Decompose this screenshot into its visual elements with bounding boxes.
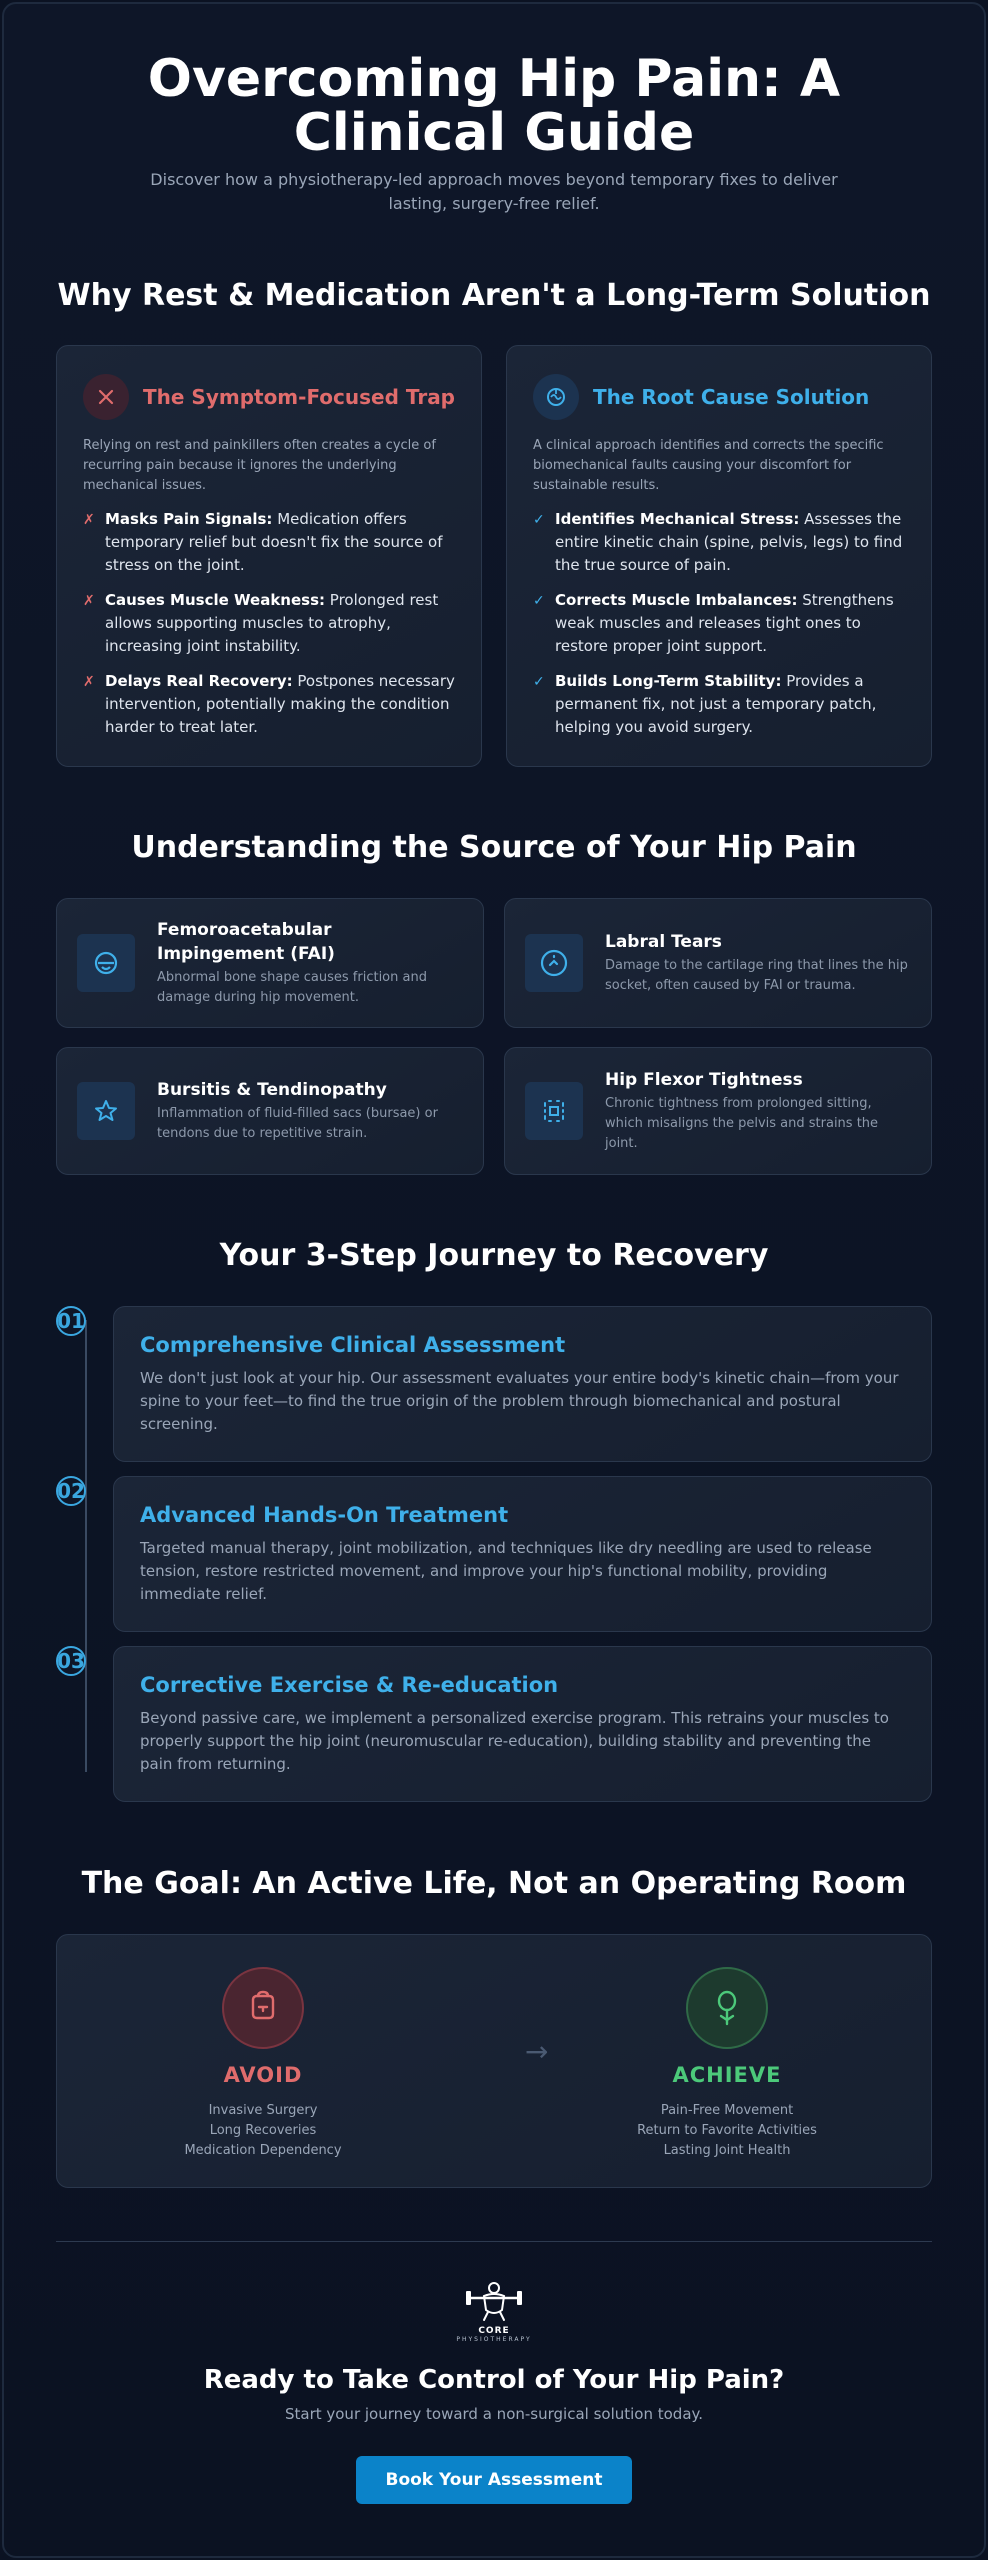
root-cause-item-text: Builds Long-Term Stability: Provides a p…: [555, 670, 905, 739]
source-desc: Damage to the cartilage ring that lines …: [605, 958, 908, 993]
step-title: Comprehensive Clinical Assessment: [140, 1333, 566, 1357]
avoid-column: AVOID Invasive Surgery Long Recoveries M…: [113, 1967, 413, 2161]
x-mark-icon: ✗: [83, 674, 95, 690]
step-number: 03: [56, 1646, 86, 1676]
check-mark-icon: ✓: [533, 512, 545, 528]
symptom-trap-item-text: Delays Real Recovery: Postpones necessar…: [105, 670, 455, 739]
symptom-trap-card: The Symptom-Focused Trap Relying on rest…: [56, 345, 482, 767]
source-title: Labral Tears: [605, 932, 722, 952]
root-cause-card: The Root Cause Solution A clinical appro…: [506, 345, 932, 767]
logo-name: CORE: [478, 2326, 510, 2336]
root-cause-list-item: ✓ Corrects Muscle Imbalances: Strengthens…: [533, 589, 905, 658]
symptom-trap-item-heading: Delays Real Recovery:: [105, 672, 293, 690]
arrow-right-icon: →: [525, 2035, 549, 2068]
logo-subtitle: PHYSIOTHERAPY: [456, 2336, 532, 2343]
symptom-trap-title: The Symptom-Focused Trap: [143, 385, 456, 409]
logo-mark-icon: [466, 2282, 522, 2321]
symptom-trap-intro: Relying on rest and painkillers often cr…: [83, 438, 436, 493]
step-card-exercise: Corrective Exercise & Re-education Beyon…: [113, 1646, 932, 1802]
root-cause-item-heading: Identifies Mechanical Stress:: [555, 510, 800, 528]
avoid-item: Medication Dependency: [184, 2143, 342, 2158]
ring-icon: [525, 934, 583, 992]
tightness-icon: [525, 1082, 583, 1140]
symptom-trap-item-body: Postpones necessary intervention, potent…: [105, 672, 455, 736]
source-title: Hip Flexor Tightness: [605, 1070, 803, 1090]
book-assessment-button[interactable]: Book Your Assessment: [356, 2456, 632, 2504]
root-cause-item-body: Strengthens weak muscles and releases ti…: [555, 591, 894, 655]
check-mark-icon: ✓: [533, 674, 545, 690]
source-desc: Abnormal bone shape causes friction and …: [157, 970, 427, 1005]
root-cause-list-item: ✓ Builds Long-Term Stability: Provides a …: [533, 670, 905, 739]
symptom-trap-list-item: ✗ Masks Pain Signals: Medication offers t…: [83, 508, 455, 577]
x-mark-icon: ✗: [83, 512, 95, 528]
cta-subtitle: Start your journey toward a non-surgical…: [284, 2405, 704, 2423]
source-desc: Inflammation of fluid-filled sacs (bursa…: [157, 1106, 438, 1141]
hospital-bed-icon: [222, 1967, 304, 2049]
symptom-trap-item-body: Medication offers temporary relief but d…: [105, 510, 443, 574]
root-cause-item-text: Identifies Mechanical Stress: Assesses t…: [555, 508, 905, 577]
avoid-item: Invasive Surgery: [208, 2103, 318, 2118]
symptom-trap-item-body: Prolonged rest allows supporting muscles…: [105, 591, 439, 655]
why-heading: Why Rest & Medication Aren't a Long-Term…: [57, 278, 931, 313]
achieve-item: Return to Favorite Activities: [637, 2123, 817, 2138]
check-mark-icon: ✓: [533, 593, 545, 609]
timeline-line: [85, 1320, 87, 1772]
root-cause-item-text: Corrects Muscle Imbalances: Strengthens …: [555, 589, 905, 658]
section-divider: [56, 2241, 932, 2242]
step-card-treatment: Advanced Hands-On Treatment Targeted man…: [113, 1476, 932, 1632]
root-cause-item-heading: Builds Long-Term Stability:: [555, 672, 782, 690]
inflammation-icon: [77, 1082, 135, 1140]
symptom-trap-item-text: Causes Muscle Weakness: Prolonged rest a…: [105, 589, 455, 658]
step-desc: We don't just look at your hip. Our asse…: [140, 1369, 899, 1433]
x-mark-icon: ✗: [83, 593, 95, 609]
root-cause-item-heading: Corrects Muscle Imbalances:: [555, 591, 798, 609]
joint-icon: [77, 934, 135, 992]
root-cause-title: The Root Cause Solution: [593, 385, 870, 409]
step-number: 01: [56, 1306, 86, 1336]
achieve-label: ACHIEVE: [672, 2063, 782, 2087]
goal-card: AVOID Invasive Surgery Long Recoveries M…: [56, 1934, 932, 2188]
achieve-item: Lasting Joint Health: [663, 2143, 791, 2158]
source-title: Bursitis & Tendinopathy: [157, 1080, 387, 1100]
source-heading: Understanding the Source of Your Hip Pai…: [131, 830, 857, 865]
avoid-item: Long Recoveries: [209, 2123, 317, 2138]
achieve-item: Pain-Free Movement: [660, 2103, 794, 2118]
source-card-bursitis: Bursitis & Tendinopathy Inflammation of …: [56, 1047, 484, 1175]
root-cause-intro: A clinical approach identifies and corre…: [533, 438, 884, 493]
cta-title: Ready to Take Control of Your Hip Pain?: [203, 2365, 785, 2395]
root-cause-item-body: Provides a permanent fix, not just a tem…: [555, 672, 877, 736]
symptom-trap-item-text: Masks Pain Signals: Medication offers te…: [105, 508, 455, 577]
symptom-trap-list-item: ✗ Causes Muscle Weakness: Prolonged rest …: [83, 589, 455, 658]
symptom-trap-list: ✗ Masks Pain Signals: Medication offers t…: [83, 508, 455, 739]
active-person-icon: [686, 1967, 768, 2049]
avoid-label: AVOID: [223, 2063, 303, 2087]
goal-heading: The Goal: An Active Life, Not an Operati…: [81, 1866, 907, 1901]
step-title: Corrective Exercise & Re-education: [140, 1673, 559, 1697]
step-desc: Targeted manual therapy, joint mobilizat…: [140, 1539, 872, 1603]
source-card-fai: Femoroacetabular Impingement (FAI) Abnor…: [56, 898, 484, 1028]
source-desc: Chronic tightness from prolonged sitting…: [605, 1096, 879, 1151]
step-title: Advanced Hands-On Treatment: [140, 1503, 509, 1527]
x-icon: [83, 374, 129, 420]
page-title: Overcoming Hip Pain: A Clinical Guide: [147, 49, 841, 163]
source-title: Femoroacetabular Impingement (FAI): [157, 920, 335, 964]
symptom-trap-item-heading: Causes Muscle Weakness:: [105, 591, 326, 609]
source-card-flexor: Hip Flexor Tightness Chronic tightness f…: [504, 1047, 932, 1175]
symptom-trap-list-item: ✗ Delays Real Recovery: Postpones necessa…: [83, 670, 455, 739]
step-card-assessment: Comprehensive Clinical Assessment We don…: [113, 1306, 932, 1462]
logo: CORE PHYSIOTHERAPY: [444, 2280, 544, 2343]
step-number: 02: [56, 1476, 86, 1506]
step-desc: Beyond passive care, we implement a pers…: [140, 1709, 889, 1773]
root-cause-list: ✓ Identifies Mechanical Stress: Assesses …: [533, 508, 905, 739]
achieve-column: ACHIEVE Pain-Free Movement Return to Fav…: [577, 1967, 877, 2161]
source-card-labral: Labral Tears Damage to the cartilage rin…: [504, 898, 932, 1028]
root-cause-list-item: ✓ Identifies Mechanical Stress: Assesses …: [533, 508, 905, 577]
symptom-trap-item-heading: Masks Pain Signals:: [105, 510, 273, 528]
root-cause-item-body: Assesses the entire kinetic chain (spine…: [555, 510, 903, 574]
brain-icon: [533, 374, 579, 420]
page-subtitle: Discover how a physiotherapy-led approac…: [150, 170, 838, 213]
journey-heading: Your 3-Step Journey to Recovery: [219, 1238, 769, 1273]
